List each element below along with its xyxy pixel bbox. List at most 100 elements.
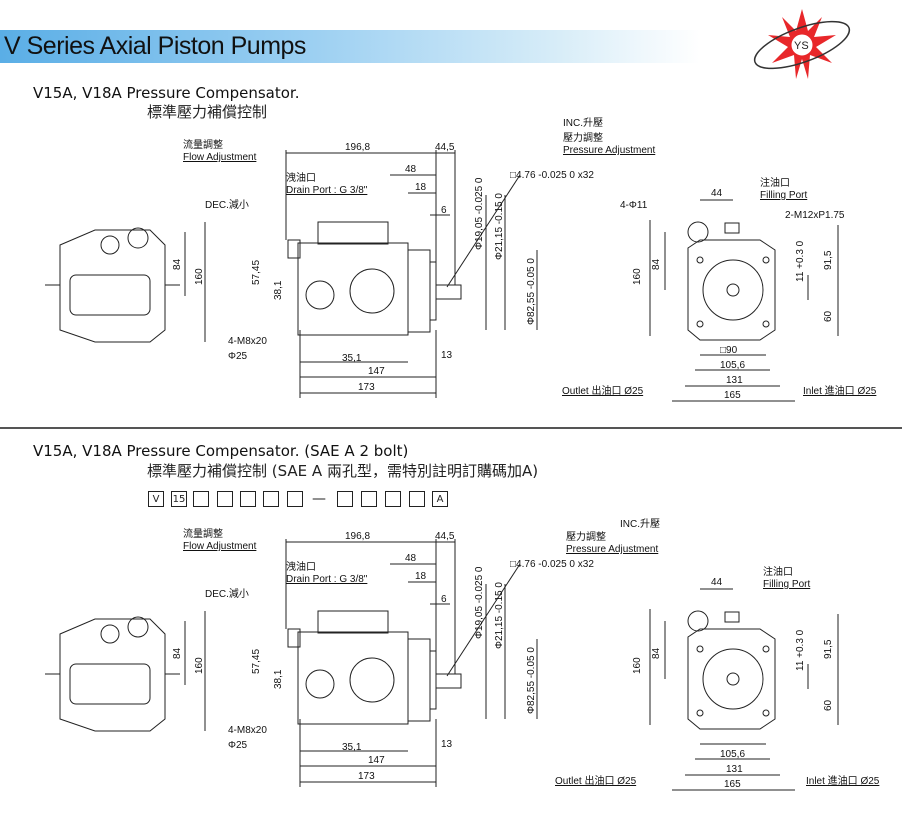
dim-18: 18: [415, 182, 427, 193]
drain-port-cn: 洩油口: [286, 562, 316, 573]
pressure-adjustment-en: Pressure Adjustment: [566, 544, 659, 555]
dim-d82: Φ82,55 -0.05 0: [526, 258, 537, 325]
section2-title: V15A, V18A Pressure Compensator. (SAE A …: [33, 442, 409, 460]
drawing-set-1: [45, 150, 839, 402]
dim-13: 13: [441, 350, 453, 361]
dim-131: 131: [726, 764, 743, 775]
dim-160-right: 160: [632, 268, 643, 285]
dim-44: 44: [711, 577, 723, 588]
code-box: [385, 491, 401, 507]
dim-11: 11 +0.3 0: [795, 629, 806, 671]
dim-105-6: 105,6: [720, 360, 746, 371]
inlet-label: Inlet 進油口 Ø25: [806, 776, 880, 787]
flow-adjustment-en: Flow Adjustment: [183, 152, 257, 163]
page-title: V Series Axial Piston Pumps: [4, 32, 306, 60]
dim-165: 165: [724, 390, 741, 401]
code-box: [337, 491, 353, 507]
code-box: [193, 491, 209, 507]
pressure-adjustment-en: Pressure Adjustment: [563, 145, 656, 156]
section1-subtitle: 標準壓力補償控制: [147, 103, 268, 121]
dim-57-45: 57,45: [251, 648, 262, 674]
dim-196-8: 196,8: [345, 142, 371, 153]
dim-13: 13: [441, 739, 453, 750]
dim-44: 44: [711, 188, 723, 199]
outlet-label: Outlet 出油口 Ø25: [562, 386, 644, 397]
inlet-label: Inlet 進油口 Ø25: [803, 386, 877, 397]
flow-adjustment-en: Flow Adjustment: [183, 541, 257, 552]
dec-label: DEC.減小: [205, 200, 249, 211]
drain-port-en: Drain Port : G 3/8": [286, 185, 368, 196]
dim-44-5: 44,5: [435, 142, 455, 153]
title-banner: V Series Axial Piston Pumps: [0, 30, 700, 63]
dim-d21: Φ21,15 -0.15 0: [494, 582, 505, 649]
dim-84-right: 84: [651, 258, 662, 270]
svg-text:YS: YS: [794, 40, 809, 52]
code-box: A: [432, 491, 448, 507]
code-dash: —: [312, 491, 326, 507]
dim-91-5: 91,5: [823, 639, 834, 659]
dim-d82: Φ82,55 -0.05 0: [526, 647, 537, 714]
dim-48: 48: [405, 553, 417, 564]
dim-147: 147: [368, 366, 385, 377]
dim-173: 173: [358, 771, 375, 782]
dim-173: 173: [358, 382, 375, 393]
dim-d19: Φ19,05 -0.025 0: [474, 177, 485, 250]
dim-160-right: 160: [632, 657, 643, 674]
phi25-label: Φ25: [228, 740, 248, 751]
code-box: V: [148, 491, 164, 507]
drain-port-en: Drain Port : G 3/8": [286, 574, 368, 585]
dim-6: 6: [441, 205, 447, 216]
dim-84-right: 84: [651, 647, 662, 659]
dim-160-left: 160: [194, 657, 205, 674]
dim-6: 6: [441, 594, 447, 605]
hole-11-label: 4-Φ11: [620, 200, 648, 211]
flow-adjustment-cn: 流量調整: [183, 140, 223, 151]
dim-sq90: □90: [720, 345, 738, 356]
dim-d21: Φ21,15 -0.15 0: [494, 193, 505, 260]
outlet-label: Outlet 出油口 Ø25: [555, 776, 637, 787]
phi25-label: Φ25: [228, 351, 248, 362]
filling-port-en: Filling Port: [763, 579, 811, 590]
dim-11: 11 +0.3 0: [795, 240, 806, 282]
flow-adjustment-cn: 流量調整: [183, 529, 223, 540]
dim-35-1: 35,1: [342, 353, 362, 364]
code-box: [240, 491, 256, 507]
filling-port-en: Filling Port: [760, 190, 808, 201]
dim-147: 147: [368, 755, 385, 766]
m8-label: 4-M8x20: [228, 725, 267, 736]
section1-title: V15A, V18A Pressure Compensator.: [33, 84, 300, 102]
filling-port-cn: 注油口: [760, 178, 790, 189]
dim-60: 60: [823, 699, 834, 711]
logo: YS: [753, 9, 851, 79]
pressure-adjustment-cn: 壓力調整: [563, 133, 603, 144]
dim-38-1: 38,1: [273, 280, 284, 300]
m12-label: 2-M12xP1.75: [785, 210, 845, 221]
dim-60: 60: [823, 310, 834, 322]
code-box: [263, 491, 279, 507]
section2-labels: 流量調整 Flow Adjustment DEC.減小 196,8 44,5 4…: [0, 389, 902, 829]
drain-port-cn: 洩油口: [286, 173, 316, 184]
code-box: [409, 491, 425, 507]
code-box: [361, 491, 377, 507]
section-divider: [0, 427, 902, 429]
dim-84-left: 84: [172, 647, 183, 659]
dim-196-8: 196,8: [345, 531, 371, 542]
dim-35-1: 35,1: [342, 742, 362, 753]
section2-subtitle: 標準壓力補償控制 (SAE A 兩孔型，需特別註明訂購碼加A): [147, 462, 539, 480]
code-box: [217, 491, 233, 507]
inc-label: INC.升壓: [620, 519, 660, 530]
dim-57-45: 57,45: [251, 259, 262, 285]
dim-131: 131: [726, 375, 743, 386]
code-box: [287, 491, 303, 507]
inc-label: INC.升壓: [563, 118, 603, 129]
dim-84-left: 84: [172, 258, 183, 270]
dim-165: 165: [724, 779, 741, 790]
dim-160-left: 160: [194, 268, 205, 285]
m8-label: 4-M8x20: [228, 336, 267, 347]
dim-91-5: 91,5: [823, 250, 834, 270]
filling-port-cn: 注油口: [763, 567, 793, 578]
dim-38-1: 38,1: [273, 669, 284, 689]
key-dim: □4.76 -0.025 0 x32: [510, 559, 594, 570]
